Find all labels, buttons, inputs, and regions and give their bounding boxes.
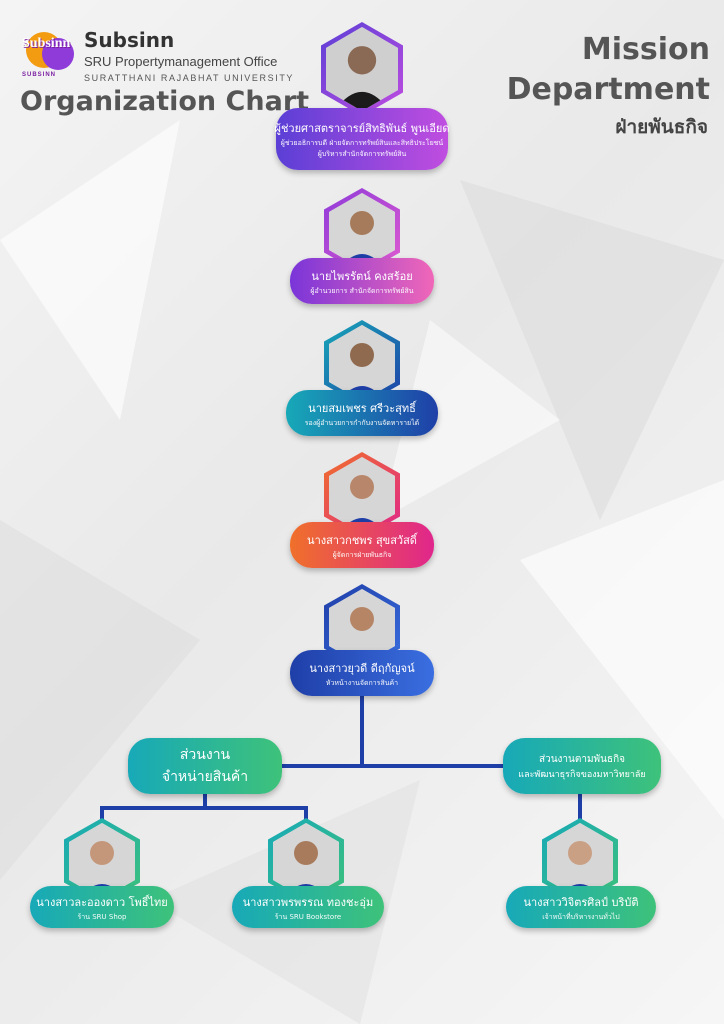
mission-department-title: Mission Department <box>506 32 710 107</box>
person-photo-icon <box>326 27 398 111</box>
connector-vertical-main <box>360 690 364 768</box>
connector-horizontal-dept <box>250 764 514 768</box>
org-chart-title: Organization Chart <box>20 86 310 117</box>
department-right: ส่วนงานตามพันธกิจ และพัฒนาธุรกิจของมหาวิ… <box>503 738 661 794</box>
connector-horizontal-left-staff <box>100 806 308 810</box>
connector-vertical-staff-3 <box>578 792 582 828</box>
brand-subtitle: SRU Propertymanagement Office <box>84 54 278 69</box>
department-left: ส่วนงาน จำหน่ายสินค้า <box>128 738 282 794</box>
brand-name: Subsinn <box>84 28 175 52</box>
subsinn-logo: Subsinn SUBSINN <box>22 28 80 84</box>
connector-vertical-staff-2 <box>304 806 308 828</box>
connector-vertical-staff-1 <box>100 806 104 828</box>
brand-university: SURATTHANI RAJABHAT UNIVERSITY <box>84 73 295 83</box>
connector-vertical-left-dept <box>203 790 207 808</box>
mission-thai-title: ฝ่ายพันธกิจ <box>615 116 708 138</box>
